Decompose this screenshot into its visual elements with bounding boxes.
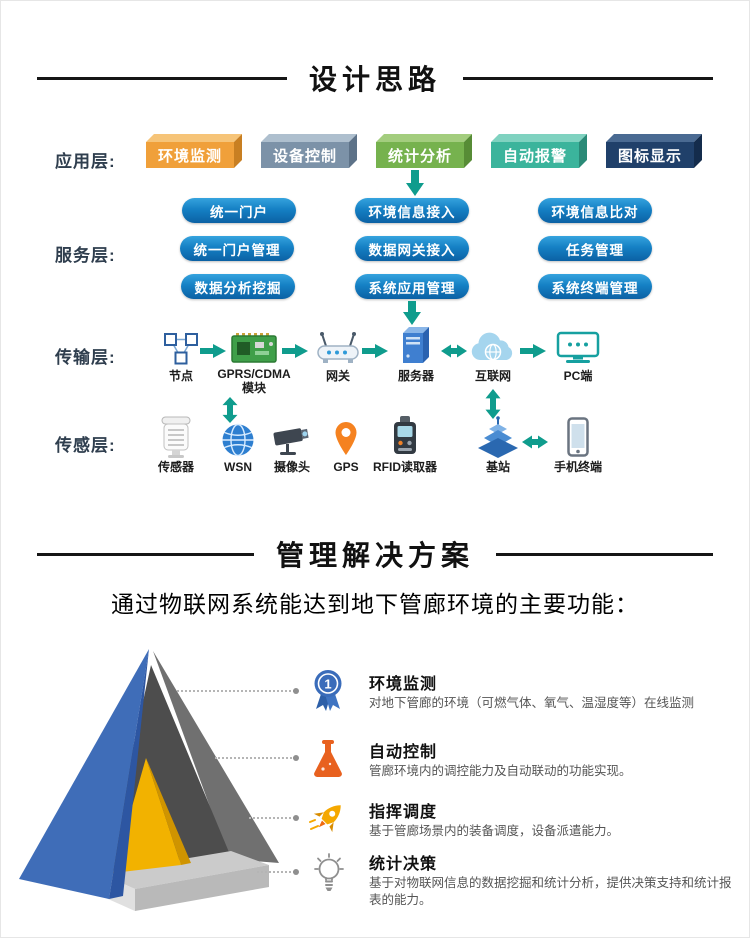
solution-section-title-row: 管理解决方案 [37, 534, 714, 574]
down-arrow-icon [406, 170, 424, 196]
transport-layer-label: 传输层: [55, 348, 116, 367]
feature-title: 环境监测 [369, 676, 438, 693]
title-rule-right [463, 76, 714, 80]
transport-node-label: 网关 [325, 369, 351, 383]
gateway-icon [317, 332, 359, 363]
feature-title: 自动控制 [369, 744, 438, 761]
server-icon [403, 327, 429, 363]
sensor-node-label: RFID读取器 [373, 460, 437, 474]
double-horizontal-arrow-icon [441, 344, 467, 358]
service-button: 数据网关接入 [355, 236, 469, 261]
medal-icon: 1 [314, 670, 342, 711]
sensor-node-label: 手机终端 [553, 460, 603, 474]
connector-line [215, 757, 295, 759]
gps-pin-icon [335, 422, 357, 455]
right-arrow-icon [362, 344, 388, 358]
sensor-node-label: 摄像头 [273, 460, 311, 474]
gprs-module-icon [231, 333, 277, 363]
solution-section-title: 管理解决方案 [276, 540, 475, 571]
double-vertical-arrow-icon [222, 397, 238, 423]
pc-icon [556, 331, 600, 363]
connector-dot [293, 688, 299, 694]
sensor-node-label: GPS [333, 460, 359, 474]
double-vertical-arrow-icon [485, 389, 501, 419]
transport-node-label: 服务器 [397, 369, 435, 383]
right-arrow-icon [200, 344, 226, 358]
service-button: 环境信息接入 [355, 198, 469, 223]
transport-node-label: PC端 [563, 369, 593, 383]
right-arrow-icon [520, 344, 546, 358]
pyramid-graphic [19, 649, 279, 911]
app-box: 环境监测 [146, 142, 234, 168]
design-section-title-row: 设计思路 [37, 58, 714, 98]
medal-number: 1 [324, 677, 331, 692]
bulb-icon [314, 853, 344, 891]
transport-node-label: 节点 [168, 369, 194, 383]
base-station-icon [478, 416, 518, 458]
connector-dot [293, 869, 299, 875]
app-box-label: 环境监测 [146, 142, 234, 168]
connector-line [249, 817, 295, 819]
feature-desc: 对地下管廊的环境（可燃气体、氧气、温湿度等）在线监测 [369, 696, 695, 710]
design-section-title: 设计思路 [309, 64, 442, 95]
title-rule-right [496, 552, 714, 556]
app-layer-label: 应用层: [55, 152, 116, 171]
feature-desc: 基于管廊场景内的装备调度，设备派遣能力。 [369, 824, 620, 838]
sensor-layer-label: 传感层: [55, 436, 116, 455]
connector-dot [293, 755, 299, 761]
title-rule-left [37, 552, 254, 556]
service-button: 统一门户 [182, 198, 296, 223]
service-button: 系统应用管理 [355, 274, 469, 299]
app-box: 统计分析 [376, 142, 464, 168]
app-box: 设备控制 [261, 142, 349, 168]
internet-cloud-icon [471, 332, 513, 361]
app-box-label: 设备控制 [261, 142, 349, 168]
transport-node-label: 互联网 [474, 369, 512, 383]
wsn-globe-icon [222, 423, 254, 457]
feature-desc: 基于对物联网信息的数据挖掘和统计分析，提供决策支持和统计报表的能力。 [369, 876, 732, 907]
service-button: 系统终端管理 [538, 274, 652, 299]
feature-title: 指挥调度 [369, 804, 438, 821]
connector-line [177, 690, 295, 692]
sensor-node-label: WSN [224, 460, 252, 474]
rfid-reader-icon [394, 416, 416, 454]
service-button: 环境信息比对 [538, 198, 652, 223]
sensor-node-label: 基站 [485, 460, 511, 474]
app-box-label: 自动报警 [491, 142, 579, 168]
sensor-shelter-icon [161, 416, 191, 458]
feature-desc: 管廊环境内的调控能力及自动联动的功能实现。 [369, 764, 632, 778]
title-rule-left [37, 76, 287, 80]
solution-subtitle: 通过物联网系统能达到地下管廊环境的主要功能： [111, 591, 639, 617]
app-box: 自动报警 [491, 142, 579, 168]
phone-icon [567, 417, 589, 457]
feature-title: 统计决策 [369, 856, 438, 873]
app-box-label: 统计分析 [376, 142, 464, 168]
service-button: 数据分析挖掘 [181, 274, 295, 299]
connector-line [257, 871, 295, 873]
sensor-node-label: 传感器 [157, 460, 195, 474]
rocket-icon [309, 805, 341, 833]
down-arrow-icon [403, 301, 421, 325]
connector-dot [293, 815, 299, 821]
transport-node-label: GPRS/CDMA 模块 [217, 367, 291, 395]
flask-icon [314, 740, 342, 778]
service-button: 统一门户管理 [180, 236, 294, 261]
right-arrow-icon [282, 344, 308, 358]
service-layer-label: 服务层: [55, 246, 116, 265]
app-box-label: 图标显示 [606, 142, 694, 168]
service-button: 任务管理 [538, 236, 652, 261]
double-horizontal-arrow-icon [522, 435, 548, 449]
app-box: 图标显示 [606, 142, 694, 168]
camera-icon [273, 428, 309, 455]
node-icon [164, 333, 198, 365]
